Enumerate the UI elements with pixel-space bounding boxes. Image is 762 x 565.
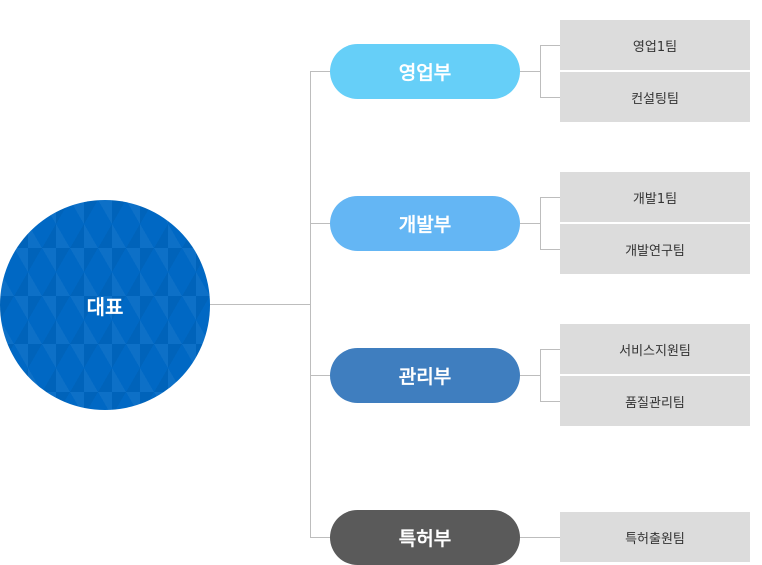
team-node: 특허출원팀 — [560, 512, 750, 562]
connector-dept2-teams — [520, 223, 540, 224]
connector-team — [540, 349, 560, 350]
connector-dept-4 — [310, 537, 330, 538]
team-node: 개발연구팀 — [560, 224, 750, 274]
dept-label: 관리부 — [398, 366, 452, 388]
dept-sales: 영업부 — [330, 44, 520, 99]
connector-dept1-branch — [540, 45, 541, 97]
dept-label: 특허부 — [398, 528, 452, 550]
team-label: 품질관리팀 — [625, 395, 685, 411]
team-label: 개발1팀 — [632, 191, 678, 207]
team-label: 개발연구팀 — [625, 243, 685, 259]
team-node: 개발1팀 — [560, 172, 750, 222]
connector-dept3-teams — [520, 375, 540, 376]
connector-team — [540, 97, 560, 98]
team-label: 컨설팅팀 — [631, 91, 679, 107]
connector-dept2-branch — [540, 197, 541, 249]
connector-trunk — [310, 71, 311, 538]
team-node: 서비스지원팀 — [560, 324, 750, 374]
team-node: 품질관리팀 — [560, 376, 750, 426]
connector-dept4-teams — [520, 537, 560, 538]
team-label: 특허출원팀 — [625, 531, 685, 547]
connector-dept-2 — [310, 223, 330, 224]
connector-team — [540, 249, 560, 250]
dept-label: 영업부 — [398, 62, 452, 84]
connector-dept3-branch — [540, 349, 541, 401]
team-node: 영업1팀 — [560, 20, 750, 70]
ceo-node: 대표 — [0, 200, 210, 410]
connector-team — [540, 45, 560, 46]
dept-management: 관리부 — [330, 348, 520, 403]
team-label: 서비스지원팀 — [619, 343, 691, 359]
connector-ceo — [210, 304, 310, 305]
connector-dept-1 — [310, 71, 330, 72]
ceo-label: 대표 — [86, 294, 124, 319]
connector-team — [540, 401, 560, 402]
connector-dept-3 — [310, 375, 330, 376]
connector-dept1-teams — [520, 71, 540, 72]
dept-label: 개발부 — [398, 214, 452, 236]
team-label: 영업1팀 — [632, 39, 678, 55]
dept-patent: 특허부 — [330, 510, 520, 565]
connector-team — [540, 197, 560, 198]
dept-development: 개발부 — [330, 196, 520, 251]
team-node: 컨설팅팀 — [560, 72, 750, 122]
